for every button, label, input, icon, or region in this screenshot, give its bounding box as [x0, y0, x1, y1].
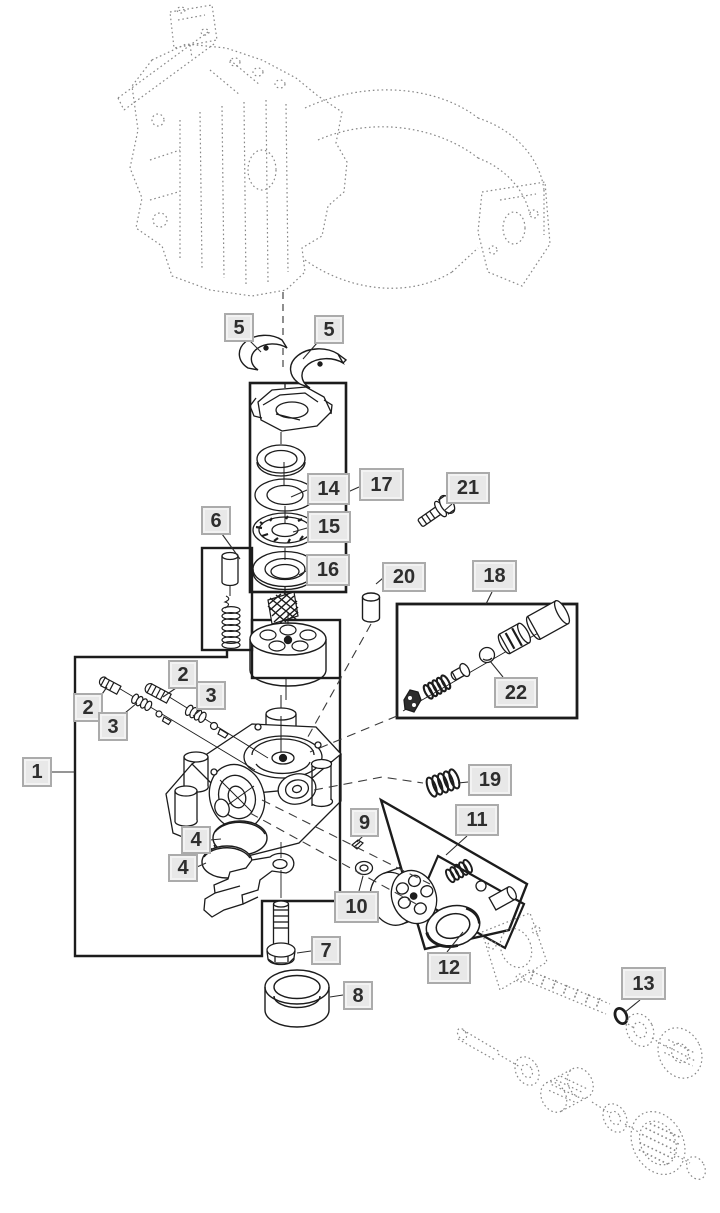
callout-17: 17	[359, 468, 404, 501]
callout-7: 7	[311, 936, 341, 965]
part-18-valve-assembly	[402, 599, 571, 713]
callout-11: 11	[455, 804, 499, 836]
part-10-washer	[354, 860, 374, 876]
kit-box-6	[200, 546, 254, 652]
phantom-housing	[117, 4, 551, 297]
part-6-pin-spring	[221, 551, 241, 649]
part-8-ring	[264, 969, 330, 1028]
phantom-gear-train	[456, 1013, 706, 1180]
part-13-oring	[613, 1006, 629, 1026]
part-14-ring	[254, 462, 316, 512]
assembly-dash-leaders	[249, 623, 431, 906]
kit-box-18	[395, 602, 579, 720]
callout-3b: 3	[98, 712, 128, 741]
part-7-bolt	[266, 900, 296, 966]
callout-21: 21	[446, 472, 490, 504]
part-15-bearing	[252, 506, 318, 548]
phantom-rear-cover	[481, 912, 611, 1015]
callout-4b: 4	[168, 854, 198, 882]
callout-9: 9	[350, 808, 379, 837]
part-16-ring	[252, 548, 318, 591]
part-9-pin	[351, 839, 364, 850]
callout-6: 6	[201, 506, 231, 535]
callout-1: 1	[22, 757, 52, 787]
parts-2-3-screws-springs	[98, 676, 269, 771]
callout-14: 14	[307, 473, 350, 505]
part-12-seal-ring	[425, 904, 481, 948]
kit-box-1	[73, 650, 342, 958]
callout-5a: 5	[224, 313, 254, 342]
callout-16: 16	[306, 554, 350, 586]
callout-19: 19	[468, 764, 512, 796]
callout-5b: 5	[314, 315, 344, 344]
part-21-bolt	[417, 494, 456, 527]
callout-22: 22	[494, 677, 538, 708]
callout-13: 13	[621, 967, 666, 1000]
callout-4a: 4	[181, 826, 211, 854]
callout-3a: 3	[196, 681, 226, 710]
callout-12: 12	[427, 952, 471, 984]
part-19-spring	[425, 768, 461, 798]
part-swashplate	[249, 384, 333, 432]
part-11-charge-pump	[369, 858, 517, 926]
part-bracket	[203, 842, 295, 918]
callout-2a: 2	[168, 660, 198, 689]
part-threaded-shaft	[267, 587, 299, 632]
callout-20: 20	[382, 562, 426, 592]
part-cylinder-block	[249, 612, 327, 700]
callout-15: 15	[307, 511, 351, 543]
callout-10: 10	[334, 891, 379, 923]
part-1-pump-housing	[165, 695, 342, 863]
part-17-washer	[256, 432, 306, 477]
callout-18: 18	[472, 560, 517, 592]
part-20-pin	[361, 592, 381, 623]
callout-8: 8	[343, 981, 373, 1010]
